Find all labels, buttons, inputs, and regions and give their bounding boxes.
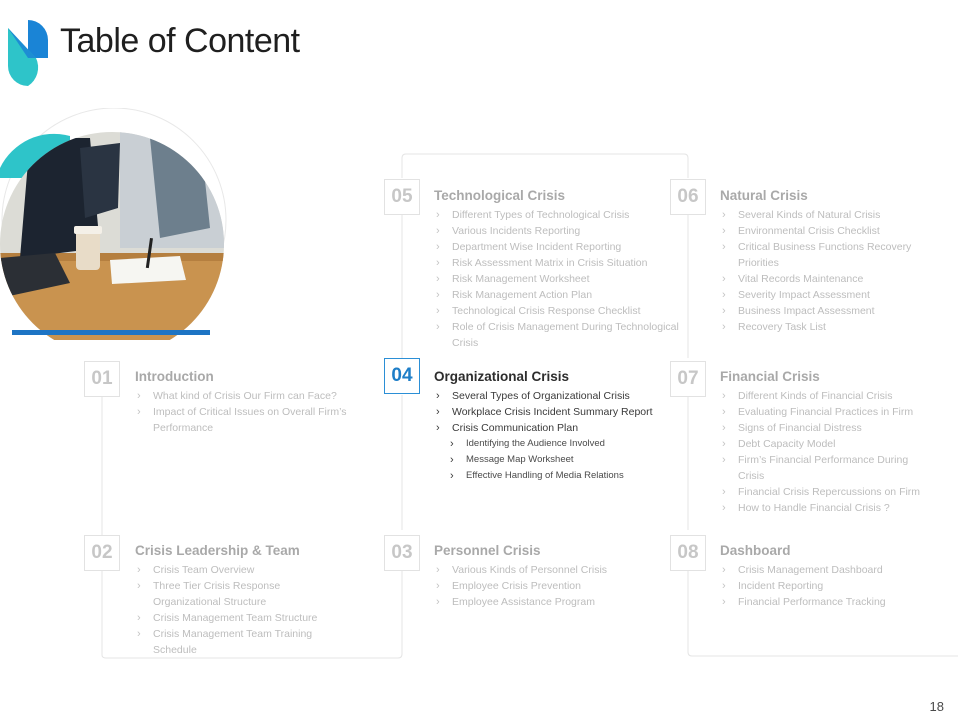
section-items: Different Kinds of Financial Crisis Eval… [720,388,930,516]
list-item[interactable]: Different Types of Technological Crisis [434,207,689,223]
section-organizational-crisis: Organizational Crisis Several Types of O… [434,368,674,484]
list-item[interactable]: Recovery Task List [720,319,925,335]
section-financial-crisis: Financial Crisis Different Kinds of Fina… [720,368,930,516]
list-item[interactable]: Crisis Management Team Structure [135,610,335,626]
section-items: What kind of Crisis Our Firm can Face? I… [135,388,355,436]
accent-bar [12,330,210,335]
section-number-03: 03 [384,535,420,571]
section-items: Various Kinds of Personnel Crisis Employ… [434,562,654,610]
list-item[interactable]: Business Impact Assessment [720,303,925,319]
brand-logo [8,20,48,86]
sub-list-item[interactable]: Identifying the Audience Involved [434,436,674,452]
section-title: Introduction [135,369,214,384]
section-number-04: 04 [384,358,420,394]
section-number-07: 07 [670,361,706,397]
section-dashboard: Dashboard Crisis Management Dashboard In… [720,542,930,610]
list-item[interactable]: Technological Crisis Response Checklist [434,303,689,319]
list-item[interactable]: Evaluating Financial Practices in Firm [720,404,930,420]
list-item[interactable]: Environmental Crisis Checklist [720,223,925,239]
section-title: Technological Crisis [434,188,566,203]
list-item[interactable]: Crisis Team Overview [135,562,335,578]
list-item[interactable]: Critical Business Functions Recovery Pri… [720,239,925,271]
list-item[interactable]: Various Kinds of Personnel Crisis [434,562,654,578]
list-item[interactable]: Department Wise Incident Reporting [434,239,689,255]
list-item[interactable]: Risk Management Action Plan [434,287,689,303]
section-items: Crisis Team Overview Three Tier Crisis R… [135,562,335,658]
list-item[interactable]: Impact of Critical Issues on Overall Fir… [135,404,355,436]
list-item[interactable]: Role of Crisis Management During Technol… [434,319,689,351]
list-item[interactable]: Crisis Communication Plan [434,420,674,436]
list-item[interactable]: Several Kinds of Natural Crisis [720,207,925,223]
list-item[interactable]: Various Incidents Reporting [434,223,689,239]
section-subitems: Identifying the Audience Involved Messag… [434,436,674,484]
section-introduction: Introduction What kind of Crisis Our Fir… [135,368,355,436]
section-title: Personnel Crisis [434,543,541,558]
list-item[interactable]: What kind of Crisis Our Firm can Face? [135,388,355,404]
list-item[interactable]: Employee Assistance Program [434,594,654,610]
section-items: Several Types of Organizational Crisis W… [434,388,674,436]
sub-list-item[interactable]: Message Map Worksheet [434,452,674,468]
section-items: Crisis Management Dashboard Incident Rep… [720,562,930,610]
section-items: Several Kinds of Natural Crisis Environm… [720,207,925,335]
list-item[interactable]: Workplace Crisis Incident Summary Report [434,404,674,420]
list-item[interactable]: Financial Performance Tracking [720,594,930,610]
list-item[interactable]: Three Tier Crisis Response Organizationa… [135,578,335,610]
section-title: Organizational Crisis [434,369,570,384]
list-item[interactable]: Signs of Financial Distress [720,420,930,436]
sub-list-item[interactable]: Effective Handling of Media Relations [434,468,674,484]
section-number-01: 01 [84,361,120,397]
section-technological-crisis: Technological Crisis Different Types of … [434,187,689,351]
list-item[interactable]: Firm’s Financial Performance During Cris… [720,452,930,484]
list-item[interactable]: Incident Reporting [720,578,930,594]
list-item[interactable]: Different Kinds of Financial Crisis [720,388,930,404]
section-number-05: 05 [384,179,420,215]
list-item[interactable]: Risk Assessment Matrix in Crisis Situati… [434,255,689,271]
list-item[interactable]: Severity Impact Assessment [720,287,925,303]
team-photo [0,107,232,353]
section-title: Natural Crisis [720,188,808,203]
list-item[interactable]: Employee Crisis Prevention [434,578,654,594]
section-crisis-leadership: Crisis Leadership & Team Crisis Team Ove… [135,542,335,658]
section-personnel-crisis: Personnel Crisis Various Kinds of Person… [434,542,654,610]
section-number-02: 02 [84,535,120,571]
list-item[interactable]: Several Types of Organizational Crisis [434,388,674,404]
list-item[interactable]: Vital Records Maintenance [720,271,925,287]
list-item[interactable]: Debt Capacity Model [720,436,930,452]
page-number: 18 [929,699,944,714]
section-title: Financial Crisis [720,369,820,384]
section-natural-crisis: Natural Crisis Several Kinds of Natural … [720,187,925,335]
section-title: Dashboard [720,543,791,558]
section-title: Crisis Leadership & Team [135,543,300,558]
list-item[interactable]: Financial Crisis Repercussions on Firm [720,484,930,500]
list-item[interactable]: Risk Management Worksheet [434,271,689,287]
list-item[interactable]: How to Handle Financial Crisis ? [720,500,930,516]
section-number-08: 08 [670,535,706,571]
section-items: Different Types of Technological Crisis … [434,207,689,351]
page-title: Table of Content [60,22,300,60]
list-item[interactable]: Crisis Management Dashboard [720,562,930,578]
list-item[interactable]: Crisis Management Team Training Schedule [135,626,335,658]
